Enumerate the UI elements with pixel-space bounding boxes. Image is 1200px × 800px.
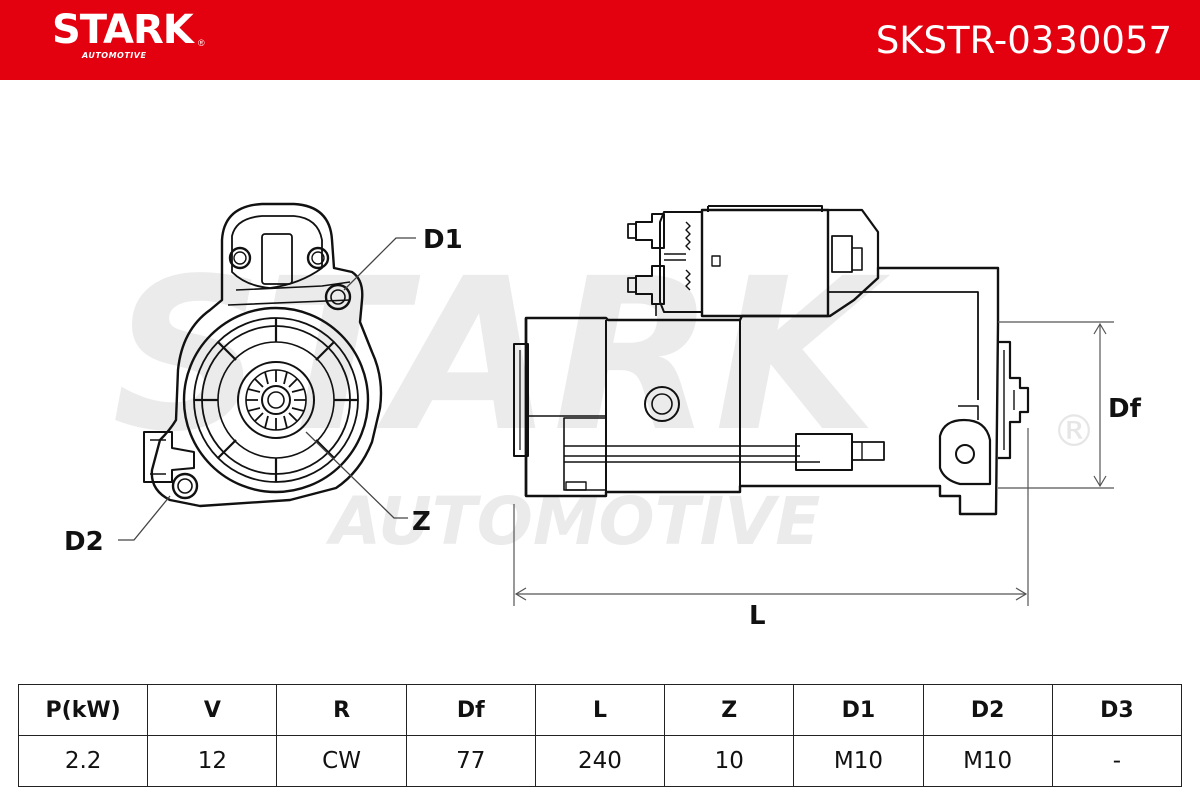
header-flange-diameter: Df [405, 684, 536, 736]
header-d3: D3 [1051, 684, 1183, 736]
header-voltage: V [147, 684, 278, 736]
brand-subtitle: AUTOMOTIVE [82, 51, 147, 60]
front-view [143, 202, 383, 508]
watermark-subtitle: AUTOMOTIVE [325, 483, 820, 560]
side-view [513, 205, 1030, 516]
label-d2: D2 [64, 527, 104, 557]
watermark-registered-mark: ® [1052, 406, 1096, 457]
header-length: L [534, 684, 666, 736]
value-d1: M10 [793, 735, 924, 787]
spec-table: P(kW) V R Df L Z D1 D2 D3 2.2 12 CW 77 2… [17, 684, 1183, 787]
value-power: 2.2 [17, 735, 149, 787]
value-voltage: 12 [147, 735, 278, 787]
value-flange-diameter: 77 [405, 735, 536, 787]
label-d1: D1 [423, 225, 463, 255]
label-l: L [749, 601, 766, 631]
front-view-leaders [118, 237, 416, 541]
header-teeth: Z [664, 684, 795, 736]
part-number: SKSTR-0330057 [875, 19, 1172, 62]
brand-registered-mark: ® [198, 38, 205, 48]
header-rotation: R [276, 684, 407, 736]
brand-name: STARK [52, 7, 194, 53]
value-rotation: CW [276, 735, 407, 787]
header-d1: D1 [793, 684, 924, 736]
header-d2: D2 [922, 684, 1053, 736]
value-length: 240 [534, 735, 666, 787]
watermark-brand: STARK [112, 233, 890, 478]
dimension-lines [513, 321, 1114, 606]
header-bar: STARK ® AUTOMOTIVE SKSTR-0330057 [0, 0, 1200, 80]
spec-value-row: 2.2 12 CW 77 240 10 M10 M10 - [17, 735, 1183, 787]
technical-drawing: STARK AUTOMOTIVE ® D1 D2 Z [64, 202, 1142, 631]
value-d2: M10 [922, 735, 1053, 787]
header-power: P(kW) [17, 684, 149, 736]
spec-header-row: P(kW) V R Df L Z D1 D2 D3 [17, 684, 1183, 736]
value-d3: - [1051, 735, 1183, 787]
value-teeth: 10 [664, 735, 795, 787]
brand-logo: STARK ® AUTOMOTIVE [52, 7, 205, 60]
label-df: Df [1108, 394, 1142, 424]
label-z: Z [412, 507, 431, 537]
